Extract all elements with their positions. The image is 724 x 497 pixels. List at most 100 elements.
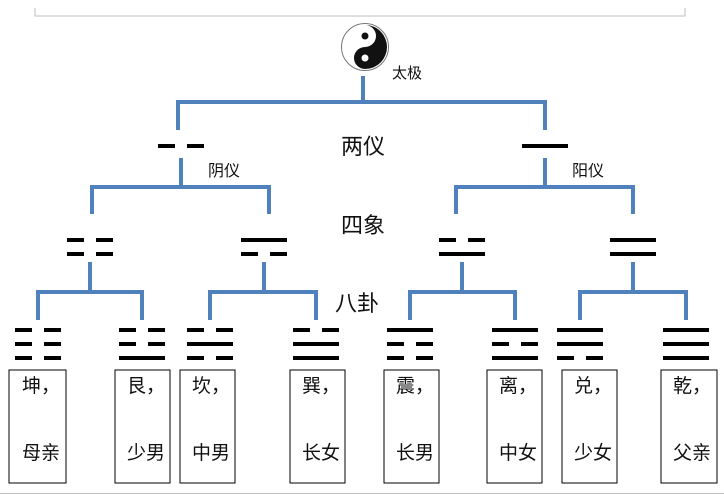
yin-line bbox=[439, 238, 456, 242]
trigram-name: 兑 bbox=[574, 375, 593, 397]
yin-line bbox=[67, 252, 84, 256]
svg-text:巽，: 巽， bbox=[302, 375, 340, 397]
yin-line bbox=[96, 238, 113, 242]
yin-line bbox=[96, 252, 113, 256]
svg-text:乾，: 乾， bbox=[673, 375, 711, 397]
yang-line bbox=[119, 356, 165, 360]
svg-text:离，: 离， bbox=[499, 375, 537, 397]
yin-line bbox=[148, 342, 165, 346]
trigram-sep: ， bbox=[211, 375, 230, 397]
yi-symbols bbox=[158, 144, 568, 148]
trigram-symbol bbox=[387, 328, 433, 360]
connector-root bbox=[176, 76, 547, 130]
connector-xiang-1 bbox=[36, 262, 144, 320]
yang-line bbox=[293, 356, 339, 360]
trigram-role: 少女 bbox=[574, 442, 612, 464]
trigram-sep: ， bbox=[146, 375, 165, 397]
trigram-name: 坤 bbox=[22, 375, 41, 397]
trigram-name: 巽 bbox=[302, 375, 321, 397]
trigram-name: 艮 bbox=[127, 375, 146, 397]
yang-line bbox=[241, 238, 287, 242]
yin-line bbox=[15, 342, 32, 346]
trigram-symbol bbox=[663, 328, 709, 360]
svg-text:坎，: 坎， bbox=[192, 375, 230, 397]
yi-symbol bbox=[158, 144, 204, 148]
xiang-symbol bbox=[241, 238, 287, 256]
trigram-box-dui: 兑， 少女 bbox=[561, 369, 618, 484]
xiang-symbols bbox=[67, 238, 656, 256]
svg-text:兑，: 兑， bbox=[574, 375, 612, 397]
xiang-symbol bbox=[67, 238, 113, 256]
yin-line bbox=[216, 356, 233, 360]
trigram-sep: ， bbox=[593, 375, 612, 397]
yin-line bbox=[293, 328, 310, 332]
trigram-symbol bbox=[492, 328, 538, 360]
yang-line bbox=[663, 328, 709, 332]
yin-line bbox=[187, 356, 204, 360]
yin-line bbox=[241, 252, 258, 256]
trigram-sep: ， bbox=[41, 375, 60, 397]
trigram-box-li: 离， 中女 bbox=[486, 369, 543, 484]
yin-line bbox=[492, 342, 509, 346]
trigram-box-zhen: 震， 长男 bbox=[383, 369, 440, 484]
trigram-sep: ， bbox=[415, 375, 434, 397]
svg-text:坤，: 坤， bbox=[22, 375, 60, 397]
trigram-name: 震 bbox=[396, 375, 415, 397]
yin-line bbox=[416, 356, 433, 360]
yin-line bbox=[416, 342, 433, 346]
trigram-box-kan: 坎， 中男 bbox=[179, 369, 236, 484]
trigram-role: 中女 bbox=[499, 442, 537, 464]
svg-text:艮，: 艮， bbox=[127, 375, 165, 397]
yin-line bbox=[187, 144, 204, 148]
connector-xiang-4 bbox=[578, 262, 688, 320]
trigram-symbol bbox=[187, 328, 233, 360]
yang-line bbox=[492, 328, 538, 332]
trigram-symbol bbox=[119, 328, 165, 360]
yin-line bbox=[119, 328, 136, 332]
xiang-symbol bbox=[610, 238, 656, 256]
yi-label-yin: 阴仪 bbox=[208, 161, 240, 180]
trigram-sep: ， bbox=[518, 375, 537, 397]
connector-yang bbox=[454, 158, 635, 214]
connector-xiang-3 bbox=[408, 262, 517, 320]
yang-line bbox=[439, 252, 485, 256]
yang-line bbox=[522, 144, 568, 148]
yang-line bbox=[492, 356, 538, 360]
yin-line bbox=[148, 328, 165, 332]
trigram-symbol bbox=[557, 328, 603, 360]
trigram-box-kun: 坤， 母亲 bbox=[8, 369, 67, 484]
trigram-sep: ， bbox=[692, 375, 711, 397]
yin-line bbox=[557, 356, 574, 360]
yang-line bbox=[557, 328, 603, 332]
taiji-label: 太极 bbox=[392, 64, 422, 82]
yin-line bbox=[158, 144, 175, 148]
yang-line bbox=[663, 342, 709, 346]
yin-line bbox=[468, 238, 485, 242]
taiji-icon bbox=[341, 23, 389, 71]
level-label-sixiang: 四象 bbox=[341, 214, 385, 239]
yin-line bbox=[119, 342, 136, 346]
yin-line bbox=[270, 252, 287, 256]
yin-line bbox=[44, 342, 61, 346]
yin-line bbox=[187, 328, 204, 332]
yi-symbol bbox=[522, 144, 568, 148]
yang-line bbox=[663, 356, 709, 360]
connector-tree bbox=[36, 76, 688, 320]
page-frame bbox=[0, 8, 724, 494]
yin-line bbox=[322, 328, 339, 332]
level-label-liangyi: 两仪 bbox=[341, 135, 385, 160]
yang-line bbox=[610, 238, 656, 242]
trigram-sep: ， bbox=[321, 375, 340, 397]
trigram-role: 长女 bbox=[302, 442, 340, 464]
trigram-name: 离 bbox=[499, 375, 518, 397]
yin-line bbox=[67, 238, 84, 242]
yang-line bbox=[187, 342, 233, 346]
trigram-symbol bbox=[15, 328, 61, 360]
yin-line bbox=[586, 356, 603, 360]
trigram-boxes: 坤， 母亲 艮， 少男 坎， 中男 巽， 长女 震， 长男 离， 中女 bbox=[8, 369, 718, 484]
trigram-box-gen: 艮， 少男 bbox=[114, 369, 171, 484]
trigram-box-xun: 巽， 长女 bbox=[289, 369, 346, 484]
connector-xiang-2 bbox=[208, 262, 318, 320]
yin-line bbox=[387, 356, 404, 360]
